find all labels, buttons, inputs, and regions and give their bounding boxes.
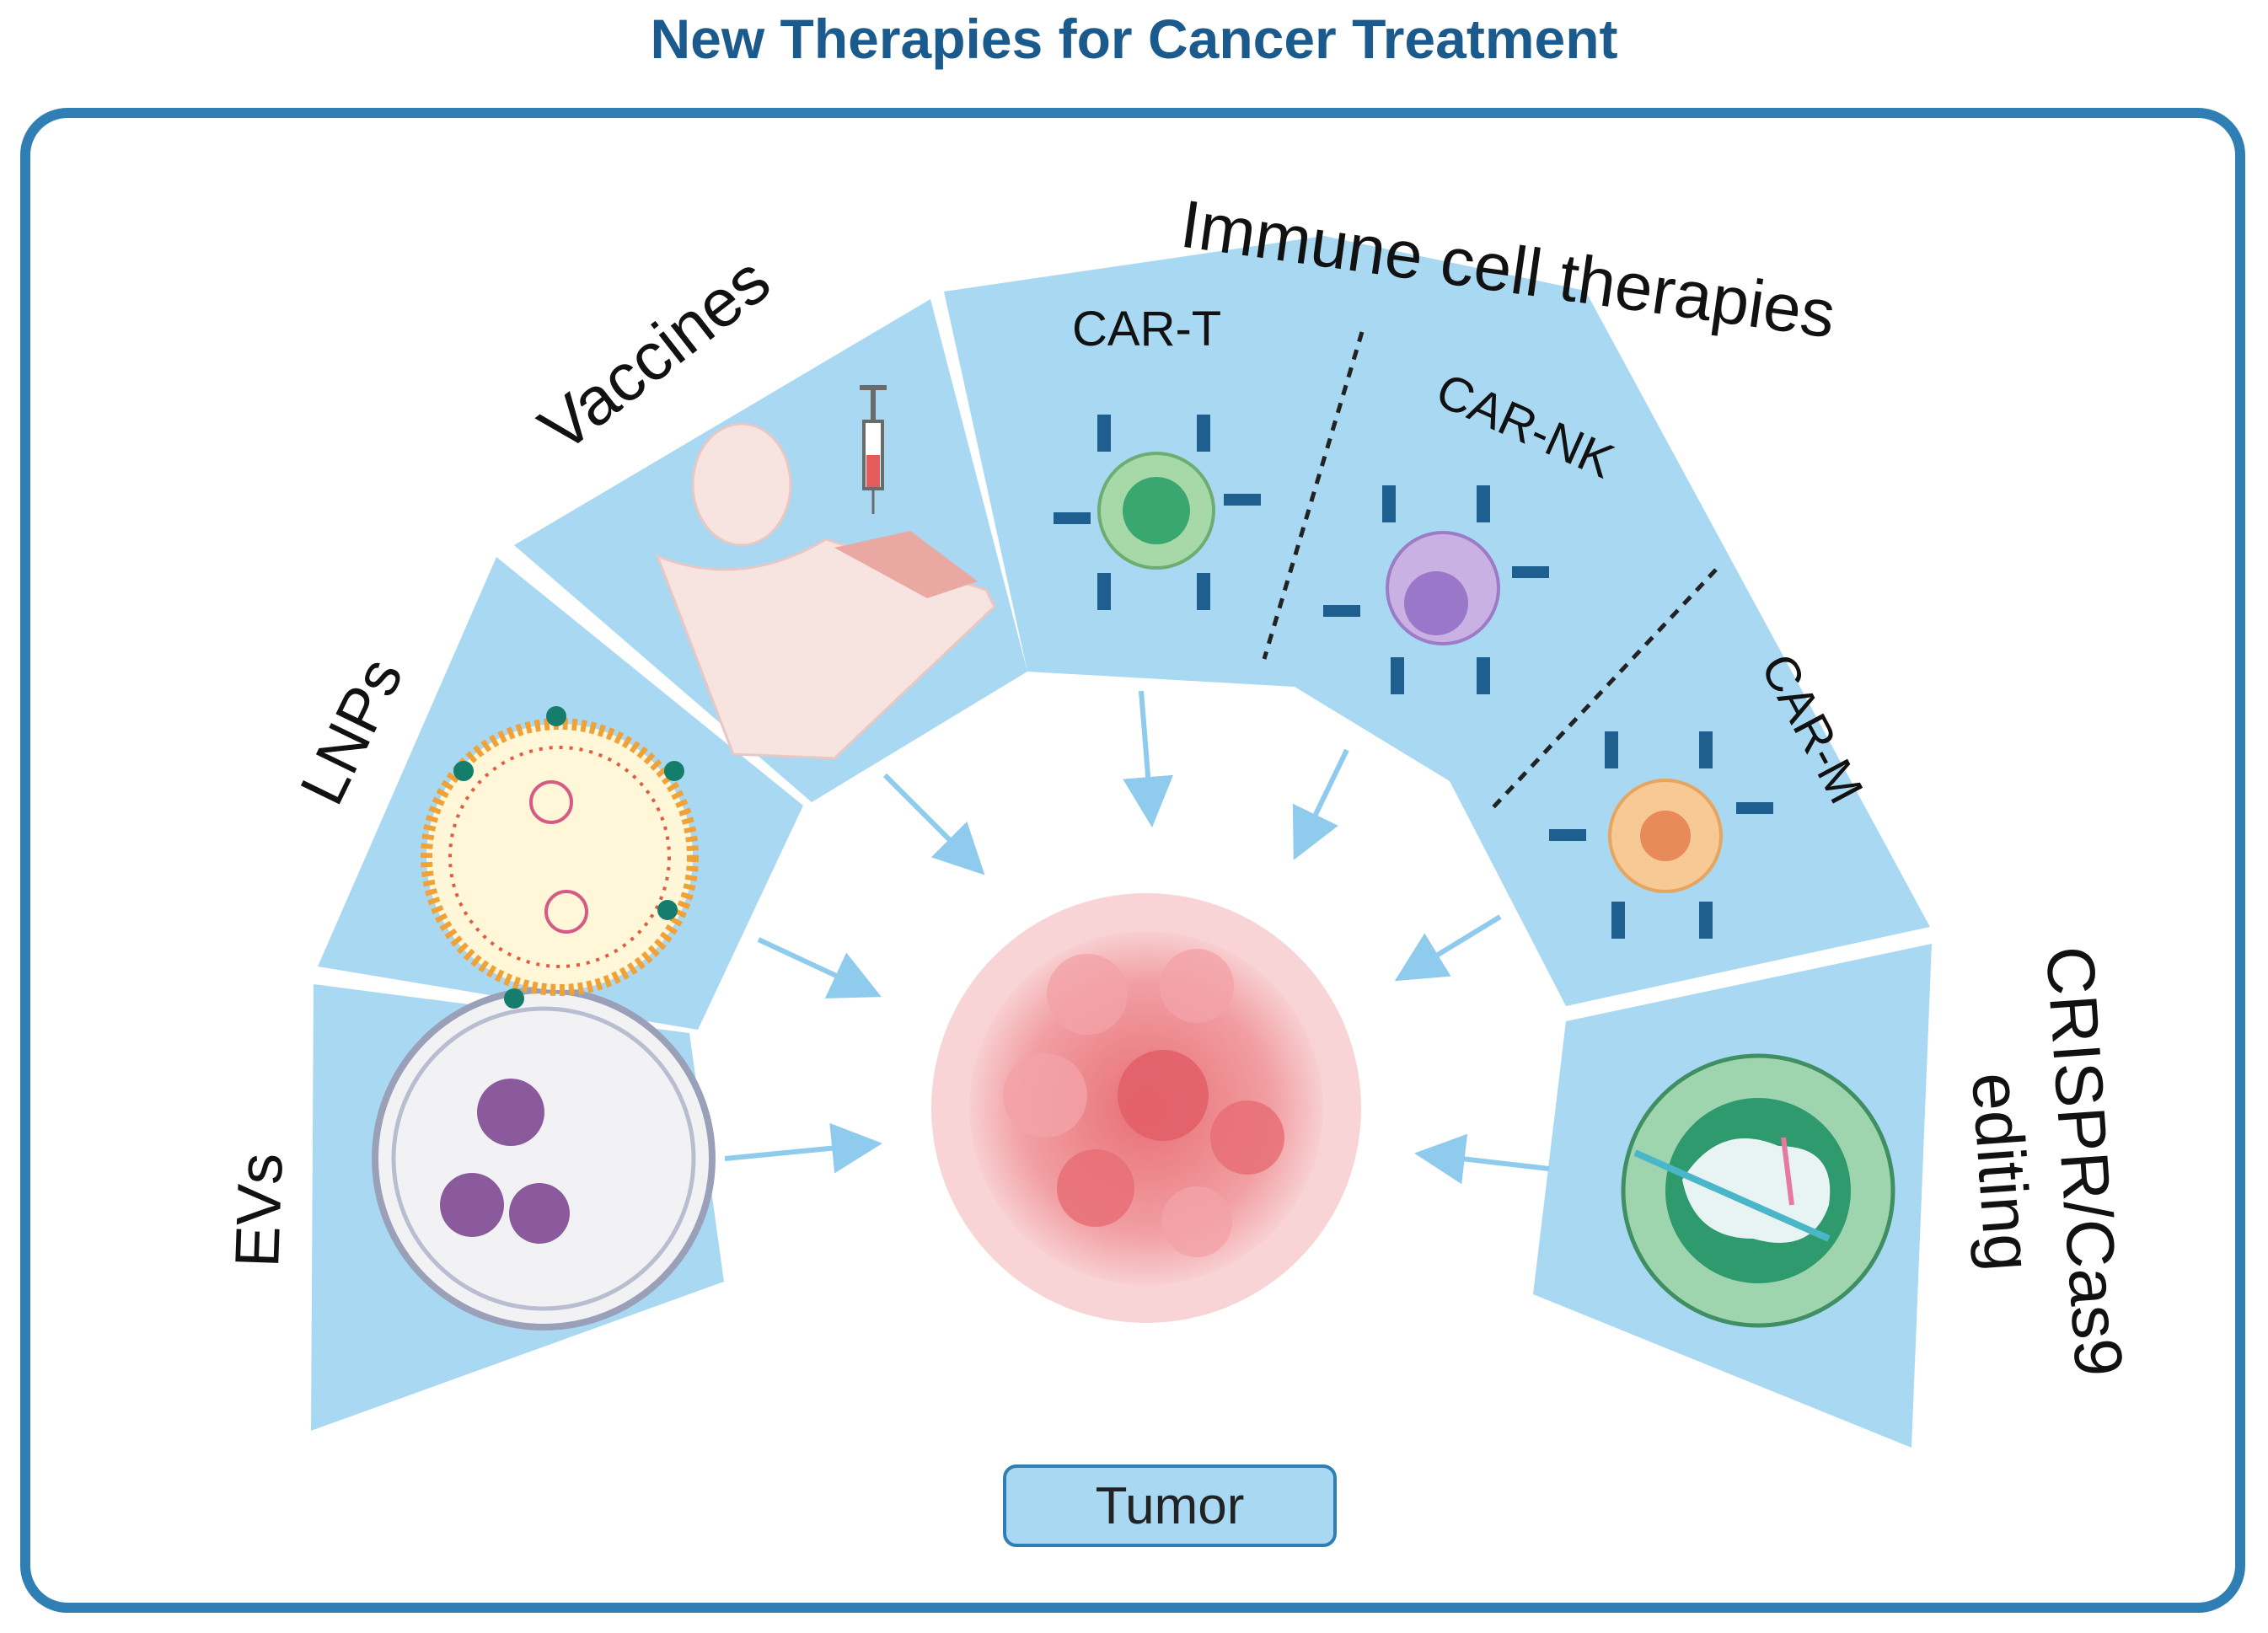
lipid-nanoparticle-icon (421, 706, 699, 1009)
label-evs: EVs (222, 1152, 296, 1269)
tumor-cluster (931, 893, 1361, 1323)
arrow-vaccines (882, 773, 985, 875)
vaccine-person-icon (655, 422, 996, 760)
petri-dish-icon (372, 987, 716, 1330)
arrow-car-t (1123, 690, 1174, 827)
arrow-car-nk (1292, 748, 1349, 860)
diagram-title: New Therapies for Cancer Treatment (650, 8, 1618, 70)
label-car-t: CAR-T (1072, 302, 1221, 356)
arrow-evs (724, 1122, 882, 1174)
arrows (724, 690, 1550, 1185)
car-nk-cell-icon (1323, 485, 1549, 694)
car-t-cell-icon (1054, 415, 1261, 610)
tumor-label-box: Tumor (1003, 1464, 1337, 1547)
label-crispr-line2: editing (1958, 1070, 2046, 1273)
arrow-crispr (1414, 1133, 1550, 1185)
crispr-cas9-icon (1621, 1053, 1895, 1328)
arrow-car-m (1394, 914, 1502, 982)
divider-car-t-nk (1262, 331, 1365, 660)
label-crispr-line1: CRISPR/Cas9 (2032, 944, 2137, 1379)
syringe-icon (860, 385, 887, 514)
tumor-label: Tumor (1095, 1476, 1245, 1535)
car-m-cell-icon (1549, 731, 1773, 939)
arrow-lnps (757, 937, 882, 999)
